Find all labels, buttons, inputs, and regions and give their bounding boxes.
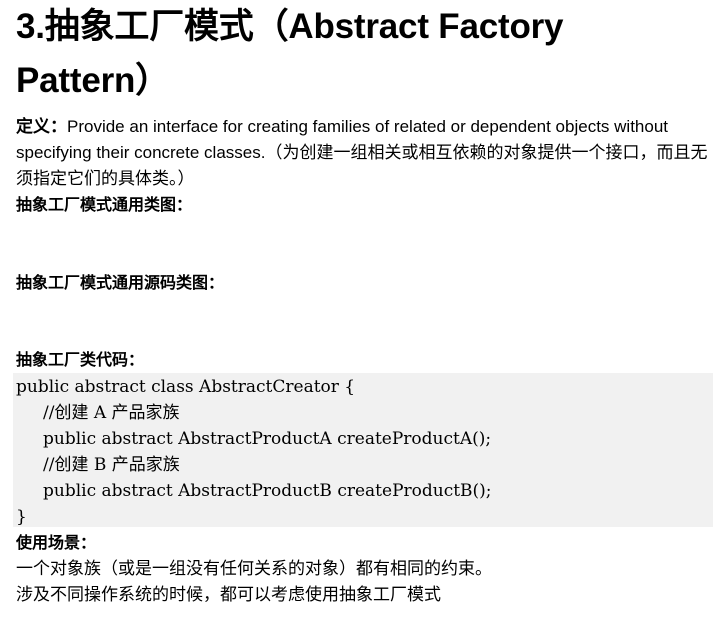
code-line: //创建 B 产品家族 — [16, 455, 180, 475]
code-line: //创建 A 产品家族 — [16, 403, 180, 423]
heading-class-diagram: 抽象工厂模式通用类图： — [16, 195, 193, 214]
definition-term: 定义： — [16, 117, 67, 137]
code-line: public abstract AbstractProductB createP… — [16, 481, 492, 501]
definition-text-en: Provide an interface for creating famili… — [16, 117, 669, 162]
definition-text-cn: （为创建一组相关或相互依赖的对象提供一个接口，而且无须指定它们的具体类。） — [16, 143, 708, 189]
code-line: } — [16, 507, 27, 527]
definition-paragraph: 定义：Provide an interface for creating fam… — [16, 114, 716, 192]
page-title: 3.抽象工厂模式（Abstract Factory Pattern） — [16, 7, 564, 100]
heading-factory-code: 抽象工厂类代码： — [16, 350, 145, 369]
heading-source-diagram: 抽象工厂模式通用源码类图： — [16, 273, 225, 292]
code-line: public abstract AbstractProductA createP… — [16, 429, 492, 449]
code-line: public abstract class AbstractCreator { — [16, 377, 356, 397]
code-block: public abstract class AbstractCreator { … — [13, 373, 713, 527]
usage-line-2: 涉及不同操作系统的时候，都可以考虑使用抽象工厂模式 — [16, 585, 441, 605]
usage-line-1: 一个对象族（或是一组没有任何关系的对象）都有相同的约束。 — [16, 559, 492, 579]
heading-usage: 使用场景： — [16, 533, 97, 552]
